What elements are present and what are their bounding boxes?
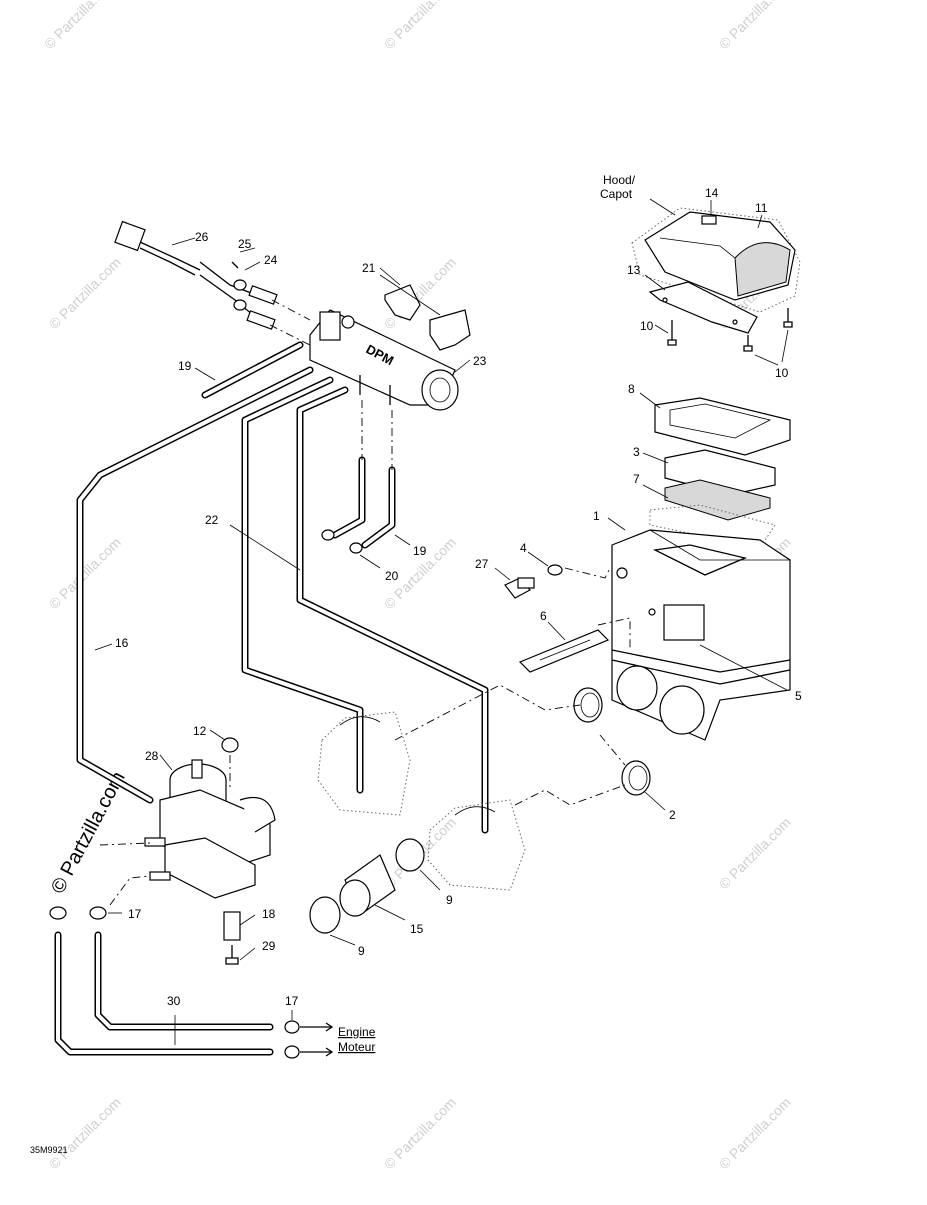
watermark: © Partzilla.com [46, 254, 124, 332]
callout-23: 23 [473, 354, 487, 368]
callout-29: 29 [262, 939, 276, 953]
watermark: © Partzilla.com [716, 1094, 794, 1172]
hose-19-top [194, 341, 304, 399]
sensor-parts [494, 551, 631, 673]
callout-24: 24 [264, 253, 278, 267]
fuel-rail: DPM [309, 309, 471, 411]
rubber-rings [573, 687, 666, 811]
callout-26: 26 [195, 230, 209, 244]
callout-25: 25 [238, 237, 252, 251]
callout-30: 30 [167, 994, 181, 1008]
clips [379, 267, 471, 351]
harness [114, 220, 311, 346]
callout-17b: 17 [285, 994, 299, 1008]
callout-11: 11 [755, 201, 768, 215]
clamps-and-sleeve [309, 838, 441, 946]
callout-27: 27 [475, 557, 489, 571]
watermark: © Partzilla.com [41, 0, 119, 52]
watermark: © Partzilla.com [46, 1094, 124, 1172]
callout-labels: 26 25 24 21 23 19 22 20 19 16 12 28 17 1… [115, 186, 802, 1008]
callout-5: 5 [795, 689, 802, 703]
callout-14: 14 [705, 186, 719, 200]
watermark: © Partzilla.com [716, 0, 794, 52]
hose-16 [76, 366, 314, 804]
diagram-code: 35M9921 [30, 1145, 68, 1155]
callout-9a: 9 [446, 893, 453, 907]
callout-20: 20 [385, 569, 399, 583]
callout-19b: 19 [413, 544, 427, 558]
hood-assembly [631, 198, 801, 366]
elbows [321, 400, 411, 569]
callout-22: 22 [205, 513, 219, 527]
air-silencer [607, 392, 791, 741]
watermark: © Partzilla.com [46, 534, 124, 612]
callout-9b: 9 [358, 944, 365, 958]
watermark: © Partzilla.com [381, 0, 459, 52]
callout-8: 8 [628, 382, 635, 396]
fuel-pump [99, 729, 276, 965]
capot-label: Capot [600, 187, 633, 201]
callout-10a: 10 [640, 319, 654, 333]
callout-21: 21 [362, 261, 376, 275]
carburetors [317, 684, 626, 891]
engine-label: Engine [338, 1025, 376, 1039]
callout-16: 16 [115, 636, 129, 650]
text-labels: Hood/ Capot Engine Moteur 35M9921 [30, 173, 636, 1155]
callout-28: 28 [145, 749, 159, 763]
callout-17: 17 [128, 907, 142, 921]
callout-19: 19 [178, 359, 192, 373]
callout-3: 3 [633, 445, 640, 459]
hood-label: Hood/ [603, 173, 636, 187]
moteur-label: Moteur [338, 1040, 375, 1054]
hose-22 [229, 376, 489, 834]
callout-10b: 10 [775, 366, 789, 380]
watermark: © Partzilla.com [716, 814, 794, 892]
callout-2: 2 [669, 808, 676, 822]
callout-4: 4 [520, 541, 527, 555]
callout-7: 7 [633, 472, 640, 486]
callout-12: 12 [193, 724, 207, 738]
side-watermark: © Partzilla.com [47, 768, 130, 897]
callout-6: 6 [540, 609, 547, 623]
watermark: © Partzilla.com [381, 1094, 459, 1172]
callout-13: 13 [627, 263, 641, 277]
callout-18: 18 [262, 907, 276, 921]
callout-15: 15 [410, 922, 424, 936]
callout-1: 1 [593, 509, 600, 523]
fuel-lines [49, 906, 334, 1059]
